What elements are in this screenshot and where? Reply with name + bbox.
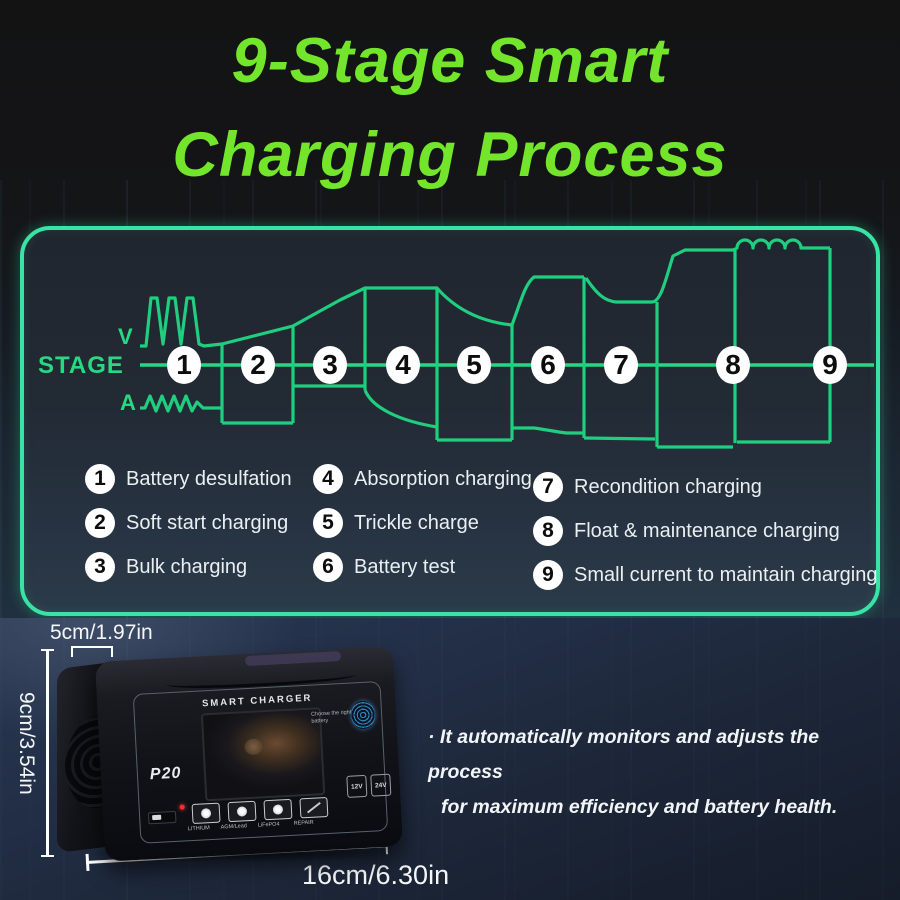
battery-hint-text: Choose the right battery [310, 709, 352, 725]
agm-lead-button [227, 800, 257, 823]
voltage-badges: 12V 24V [346, 773, 392, 798]
page-title-line1: 9-Stage Smart [231, 26, 669, 96]
mode-label-lifepo4: LiFePO4 [257, 821, 280, 829]
legend-num-4: 4 [313, 464, 343, 494]
current-curve [140, 384, 830, 449]
badge-12v: 12V [346, 774, 368, 798]
legend-label-5: Trickle charge [354, 511, 479, 534]
caption-line1: · It automatically monitors and adjusts … [428, 726, 820, 784]
battery-icon [236, 806, 248, 817]
legend-label-4: Absorption charging [354, 467, 532, 490]
legend-item: 8 Float & maintenance charging [533, 516, 877, 546]
status-led [179, 804, 185, 810]
stage-circle-2: 2 [241, 346, 275, 384]
dimension-left-height: 9cm/3.54in [15, 692, 38, 795]
stage-circle-3: 3 [313, 346, 347, 384]
dimension-left-line-stroke [46, 651, 49, 855]
stage-circle-1: 1 [167, 346, 201, 384]
mode-label-lithium: LITHIUM [187, 825, 210, 833]
device-front-panel: SMART CHARGER P20 Choose the right batte… [132, 681, 392, 844]
fingerprint-touch-icon [350, 700, 376, 730]
legend-num-3: 3 [85, 552, 115, 582]
legend-label-3: Bulk charging [126, 555, 248, 578]
top-glare [244, 651, 342, 667]
stage-circle-9: 9 [813, 346, 847, 384]
battery-icon [272, 804, 284, 815]
legend-label-8: Float & maintenance charging [574, 519, 840, 542]
voltage-curve [140, 238, 830, 348]
stage-circle-8: 8 [716, 346, 750, 384]
legend-item: 1 Battery desulfation [85, 464, 292, 494]
product-photo-section: 5cm/1.97in 9cm/3.54in 16cm/6.30in SMART … [0, 618, 900, 900]
legend-column-3: 7 Recondition charging 8 Float & mainten… [533, 472, 877, 590]
repair-icon [299, 796, 329, 819]
charging-process-panel [20, 226, 880, 616]
switch-nub [152, 814, 162, 820]
legend-item: 3 Bulk charging [85, 552, 292, 582]
stage-circle-5: 5 [457, 346, 491, 384]
badge-24v: 24V [370, 773, 392, 797]
slash-icon [306, 801, 321, 814]
legend-label-1: Battery desulfation [126, 467, 292, 490]
legend-num-2: 2 [85, 508, 115, 538]
dimension-top-width: 5cm/1.97in [50, 621, 153, 644]
legend-item: 4 Absorption charging [313, 464, 532, 494]
dimension-bottom-width: 16cm/6.30in [302, 860, 450, 890]
legend-item: 5 Trickle charge [313, 508, 532, 538]
legend-num-5: 5 [313, 508, 343, 538]
legend-label-9: Small current to maintain charging [574, 563, 878, 586]
dimension-left-line [41, 649, 54, 857]
device-model-label: P20 [149, 764, 182, 784]
product-caption: · It automatically monitors and adjusts … [428, 720, 890, 825]
legend-num-9: 9 [533, 560, 563, 590]
legend-label-7: Recondition charging [574, 475, 762, 498]
legend-item: 6 Battery test [313, 552, 532, 582]
stage-axis-label: STAGE [38, 352, 124, 379]
caption-line2: for maximum efficiency and battery healt… [441, 796, 838, 819]
charger-device-photo: SMART CHARGER P20 Choose the right batte… [55, 642, 405, 870]
legend-label-6: Battery test [354, 555, 456, 578]
power-switch [147, 810, 177, 825]
legend-item: 9 Small current to maintain charging [533, 560, 877, 590]
voltage-axis-label: V [118, 324, 133, 349]
legend-item: 2 Soft start charging [85, 508, 292, 538]
lithium-button [191, 802, 221, 825]
page-title-line2: Charging Process [172, 120, 728, 190]
current-axis-label: A [120, 390, 136, 415]
top-section: 9-Stage Smart Charging Process V STAGE A… [0, 0, 900, 618]
legend-label-2: Soft start charging [126, 511, 289, 534]
screen-reflection [244, 738, 264, 756]
legend-num-7: 7 [533, 472, 563, 502]
legend-column-2: 4 Absorption charging 5 Trickle charge 6… [313, 464, 532, 582]
legend-num-8: 8 [533, 516, 563, 546]
mode-label-repair: REPAIR [293, 819, 314, 827]
lifepo4-button [263, 798, 293, 821]
stage-circle-4: 4 [386, 346, 420, 384]
stage-circle-6: 6 [531, 346, 565, 384]
device-body: SMART CHARGER P20 Choose the right batte… [94, 646, 404, 862]
device-lcd-screen [200, 707, 326, 802]
legend-column-1: 1 Battery desulfation 2 Soft start charg… [85, 464, 292, 582]
stage-circle-7: 7 [604, 346, 638, 384]
battery-icon [200, 808, 212, 819]
dimension-top-bracket [71, 646, 113, 657]
legend-num-1: 1 [85, 464, 115, 494]
mode-label-agm: AGM/Lead [220, 823, 248, 831]
legend-item: 7 Recondition charging [533, 472, 877, 502]
legend-num-6: 6 [313, 552, 343, 582]
